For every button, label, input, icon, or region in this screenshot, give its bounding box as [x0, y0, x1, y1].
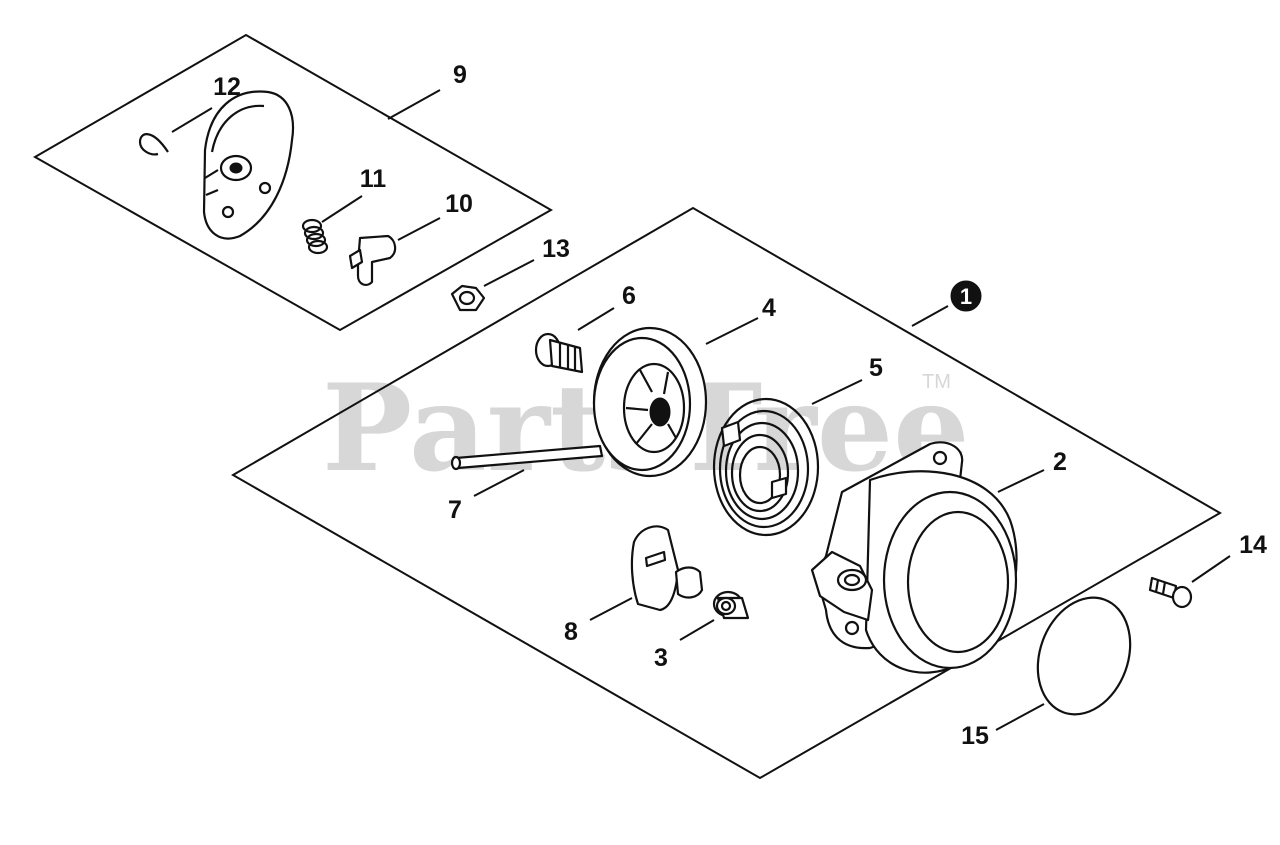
callout-15-label: 15 [961, 722, 989, 750]
bushing-part-3 [712, 590, 750, 620]
callout-2-label: 2 [1053, 448, 1067, 476]
callout-1-badge [950, 280, 982, 312]
callout-11-label: 11 [360, 165, 387, 193]
case-part-2 [810, 441, 1018, 674]
callout-13-label: 13 [542, 235, 570, 263]
leader-lines [171, 89, 1231, 731]
rope-part-7 [450, 444, 604, 471]
callout-12-label: 12 [213, 73, 241, 101]
watermark-trademark: TM [922, 371, 951, 393]
assembly-1-panel [231, 206, 1222, 780]
reel-part-4 [592, 326, 708, 478]
callout-7-label: 7 [448, 496, 462, 524]
callout-1-label: 1 [960, 284, 972, 309]
callout-14-label: 14 [1239, 531, 1267, 559]
assembly-9-panel [32, 33, 554, 332]
spring-part-11 [301, 218, 329, 255]
handle-part-8 [630, 525, 704, 612]
callout-10-label: 10 [445, 190, 473, 218]
disc-part-15 [1036, 596, 1132, 716]
callout-8-label: 8 [564, 618, 578, 646]
callout-3-label: 3 [654, 644, 668, 672]
pawl-plate-part-9 [202, 90, 294, 240]
bolt-part-6 [534, 332, 584, 374]
callout-9-label: 9 [453, 61, 467, 89]
screw-part-14 [1148, 576, 1193, 609]
nut-part-13 [450, 284, 486, 312]
callout-5-label: 5 [869, 354, 883, 382]
callout-6-label: 6 [622, 282, 636, 310]
pawl-part-10 [348, 234, 397, 286]
e-ring-part-12 [138, 133, 169, 156]
callout-4-label: 4 [762, 294, 776, 322]
recoil-spring-part-5 [712, 397, 820, 537]
